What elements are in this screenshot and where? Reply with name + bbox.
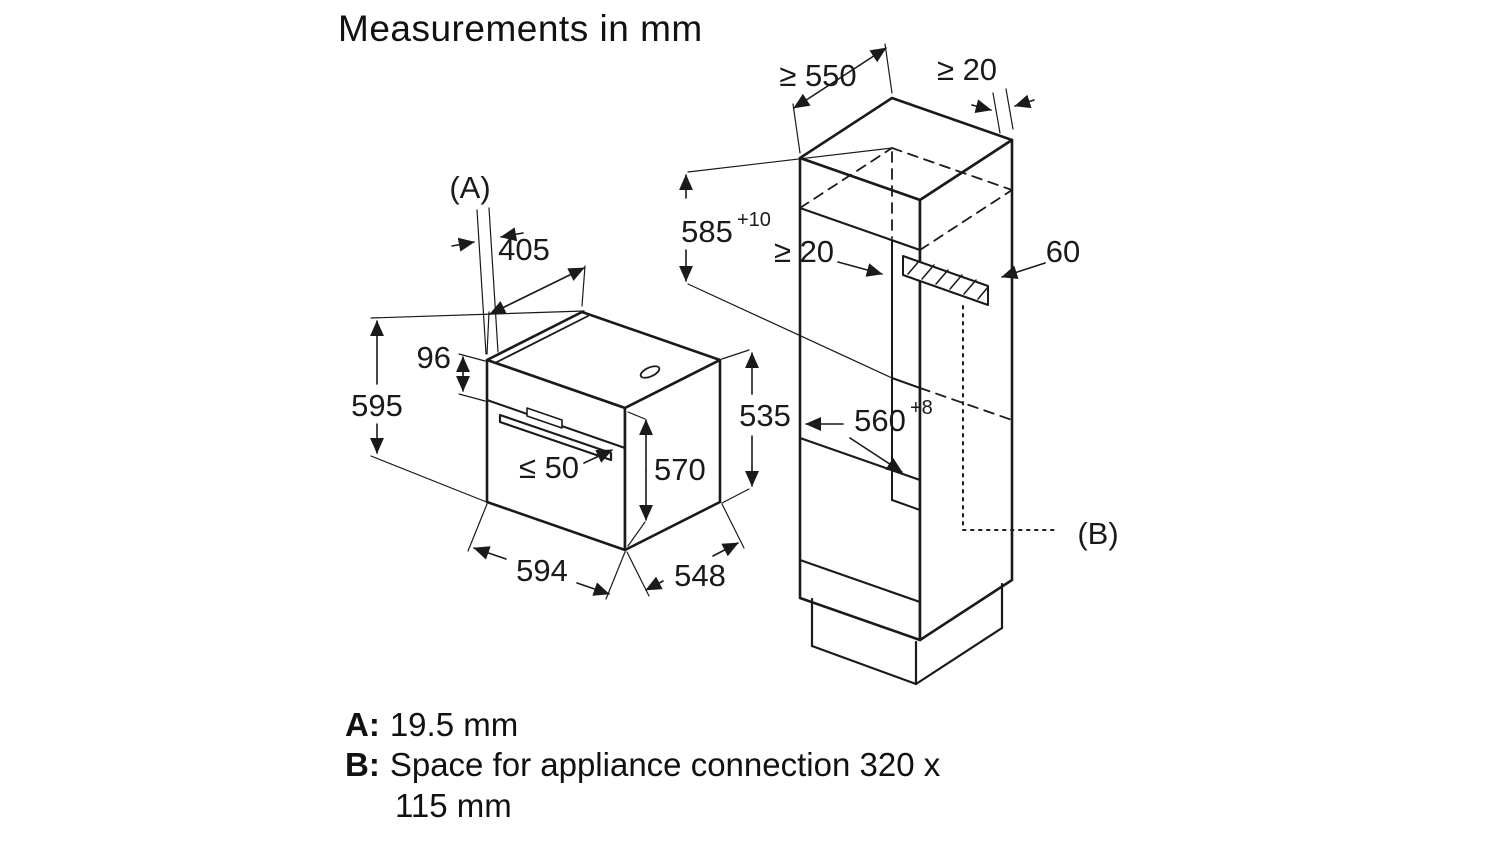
niche-bottom-front-edge: [798, 436, 922, 482]
dim-550-ext-1: [792, 103, 801, 154]
legend-value-b: Space for appliance connection 320 x: [389, 746, 941, 784]
dim-label-rear-gap: ≥ 20: [937, 52, 997, 87]
dim-label-handle-clearance: ≤ 50: [519, 450, 579, 485]
dim-label-niche-height-tol: +10: [737, 209, 771, 231]
niche-top-front-edge: [798, 206, 922, 252]
dim-535-ext-2: [721, 488, 750, 504]
legend-key-a: A:: [345, 706, 380, 743]
dim-594-ext-1: [467, 503, 488, 552]
dim-label-A: (A): [449, 170, 490, 205]
dim-594-ext-2: [605, 551, 626, 600]
dim-label-vent-depth: 60: [1046, 234, 1080, 269]
dim-label-niche-depth-tol: +8: [910, 397, 933, 419]
dim-96-ext-2: [458, 393, 486, 402]
legend: A:19.5 mm B:Space for appliance connecti…: [345, 705, 940, 826]
page-title: Measurements in mm: [338, 8, 703, 49]
dim-550-line: [793, 47, 887, 109]
dim-550-ext-2: [884, 43, 893, 94]
oven-drawing: [485, 310, 722, 552]
cabinet-drawing: [798, 96, 1059, 686]
dim-label-535: 535: [739, 398, 791, 433]
cabinet-plinth: [810, 582, 1004, 686]
dim-560-arrow-depth: [849, 437, 903, 473]
dim-96-ext-1: [458, 353, 486, 362]
dim-label-B: (B): [1077, 516, 1118, 551]
dim-A-ext-1: [476, 209, 487, 355]
dim-label-595: 595: [351, 388, 403, 423]
cabinet-front-face: [798, 156, 922, 642]
oven-side-face: [623, 358, 722, 552]
dim-label-405: 405: [498, 232, 550, 267]
dim-405-line: [489, 267, 585, 315]
dim-548-ext-2: [721, 503, 745, 549]
legend-value-a: 19.5 mm: [389, 706, 519, 743]
dim-A-ext-2: [488, 207, 499, 353]
legend-value-b-cont: 115 mm: [395, 786, 512, 824]
dim-405-ext-1: [486, 311, 490, 355]
dim-20gap-leader: [837, 261, 883, 277]
dim-585-ext-top: [687, 147, 893, 173]
dim-60-leader: [1001, 262, 1046, 279]
dim-570-ext-2: [627, 521, 646, 547]
dim-548-line-right: [712, 542, 739, 557]
dim-535-ext-1: [721, 349, 750, 360]
floor-back-edge: [891, 499, 921, 511]
dim-595-ext-top: [370, 310, 585, 319]
floor-front-edge: [798, 558, 922, 604]
dim-label-vent-gap: ≥ 20: [774, 234, 834, 269]
legend-key-b: B:: [345, 746, 380, 784]
dim-595-ext-bottom: [370, 455, 490, 504]
dim-548-line-left: [645, 576, 664, 591]
dimension-labels: (A) 405 96 595 ≤ 50 570 535 594 548 ≥ 55…: [351, 52, 1119, 593]
dim-594-line-left: [473, 546, 507, 560]
dim-50-leader: [583, 449, 613, 464]
dim-20rear-ext-2: [1005, 88, 1014, 130]
oven-fascia-edge: [494, 315, 589, 364]
connection-space-hatch: [902, 255, 989, 306]
dim-A-arrow-right: [500, 227, 524, 242]
dim-label-594: 594: [516, 553, 568, 588]
hidden-edges: [799, 147, 1013, 421]
connection-projection-dotted: [962, 305, 1059, 531]
dim-405-ext-2: [581, 265, 586, 307]
dim-A-arrow-left: [451, 237, 475, 252]
dim-label-570: 570: [654, 452, 706, 487]
legend-line-b-cont: 115 mm: [345, 786, 940, 826]
dim-label-cabinet-depth: ≥ 550: [779, 58, 856, 93]
dim-label-96: 96: [417, 340, 451, 375]
niche-bottom-back-edge: [891, 377, 921, 389]
dim-20rear-arrow-left: [971, 99, 992, 113]
dim-570-ext-1: [627, 411, 646, 420]
legend-line-a: A:19.5 mm: [345, 705, 940, 745]
oven-dimensions: [369, 207, 760, 600]
cabinet-dimensions: [678, 43, 1046, 473]
dim-label-niche-height: 585: [681, 214, 733, 249]
dim-20rear-ext-1: [992, 92, 1001, 134]
legend-line-b: B:Space for appliance connection 320 x: [345, 745, 940, 785]
dim-20rear-arrow-right: [1014, 94, 1035, 109]
dim-label-niche-depth: 560: [854, 403, 906, 438]
dim-594-line-right: [576, 582, 610, 596]
oven-display: [526, 407, 563, 429]
oven-grip-recess-icon: [639, 365, 661, 379]
dim-585-ext-bottom: [687, 283, 893, 379]
dim-label-548: 548: [674, 558, 726, 593]
cabinet-side-face: [918, 138, 1014, 642]
